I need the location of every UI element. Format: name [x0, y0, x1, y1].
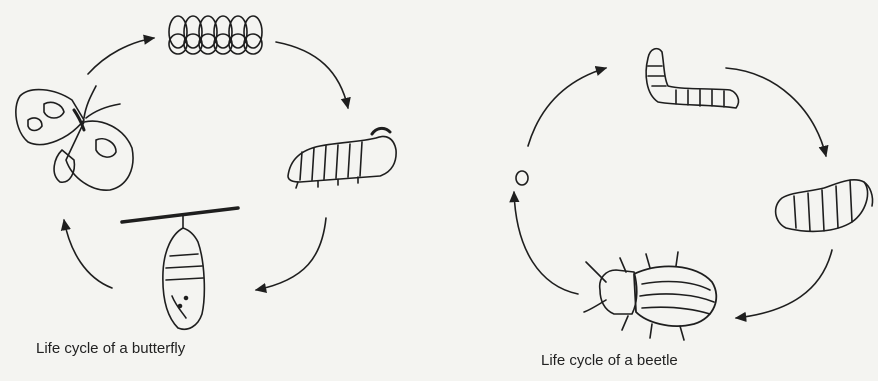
beetle-egg [516, 171, 528, 185]
chrysalis [122, 208, 238, 329]
butterfly-cycle-arrows [64, 38, 348, 290]
egg-cluster [169, 16, 262, 54]
pupa [776, 180, 873, 232]
beetle-caption: Life cycle of a beetle [541, 352, 678, 369]
larva [646, 49, 738, 108]
caterpillar [288, 128, 396, 188]
adult-beetle [584, 252, 716, 340]
beetle-cycle-arrows [514, 68, 832, 318]
butterfly [16, 86, 133, 190]
butterfly-caption: Life cycle of a butterfly [36, 340, 185, 357]
